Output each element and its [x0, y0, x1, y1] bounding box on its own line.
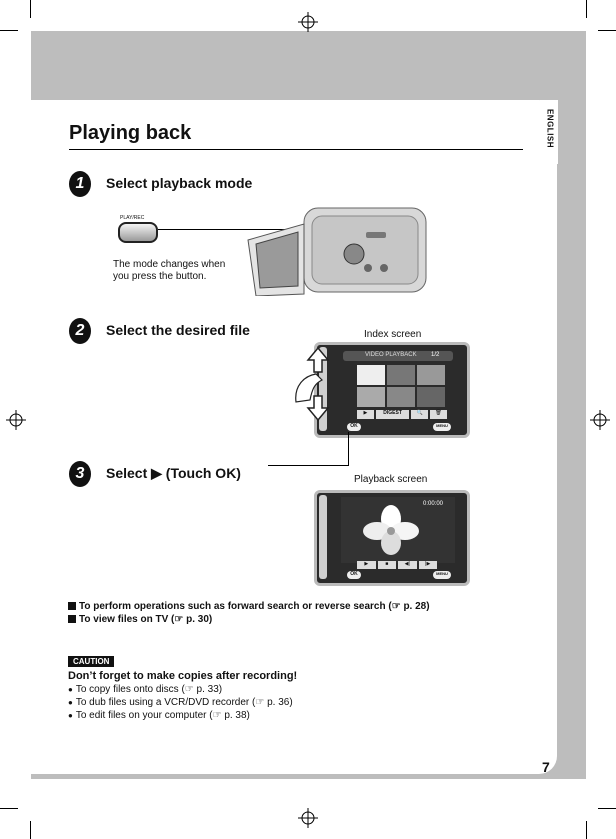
page-indicator: 1/2 — [431, 352, 440, 358]
stop-icon[interactable]: ■ — [377, 561, 396, 569]
page-number: 7 — [542, 759, 550, 775]
registration-mark-icon — [590, 410, 610, 430]
step-1-badge: 1 — [69, 171, 91, 197]
leader-line — [158, 229, 348, 230]
registration-mark-icon — [298, 12, 318, 32]
menu-button[interactable]: MENU — [433, 423, 451, 431]
caution-list: To copy files onto discs (☞ p. 33) To du… — [68, 683, 293, 722]
touch-sensor — [319, 495, 327, 579]
language-tab — [540, 100, 558, 164]
flower-image — [363, 505, 419, 555]
registration-mark-icon — [6, 410, 26, 430]
header-band — [31, 31, 586, 100]
mode-change-note: The mode changes when you press the butt… — [113, 259, 226, 282]
registration-mark-icon — [298, 808, 318, 828]
play-rec-button-label: PLAY/REC — [120, 215, 145, 221]
step-1-label: Select playback mode — [106, 175, 253, 191]
crop-mark — [30, 0, 31, 18]
step-3-badge: 3 — [69, 461, 91, 487]
operation-note: To view files on TV (☞ p. 30) — [68, 614, 212, 625]
step-3-label: Select ▶ (Touch OK) — [106, 465, 241, 481]
operation-note: To perform operations such as forward se… — [68, 601, 430, 612]
ok-button[interactable]: OK — [347, 571, 361, 579]
play-icon[interactable]: ▶ — [357, 561, 376, 569]
playback-screen: 0:00:00 ▶ ■ ◀| |▶ OK MENU — [314, 490, 470, 586]
playback-video: 0:00:00 — [341, 497, 455, 563]
rewind-icon[interactable]: ◀| — [398, 561, 417, 569]
thumbnail — [357, 365, 385, 385]
playback-screen-caption: Playback screen — [354, 474, 428, 485]
crop-mark — [0, 808, 18, 809]
caution-item: To edit files on your computer (☞ p. 38) — [68, 709, 293, 722]
ok-button[interactable]: OK — [347, 423, 361, 431]
index-header-text: VIDEO PLAYBACK — [365, 352, 417, 358]
index-screen-caption: Index screen — [364, 329, 422, 340]
index-screen: VIDEO PLAYBACK 1/2 ▶ DIGEST 🔍 🗑 OK MENU — [314, 342, 470, 438]
play-button[interactable]: ▶ — [357, 410, 374, 419]
time-counter: 0:00:00 — [423, 501, 444, 507]
thumbnail — [417, 365, 445, 385]
play-rec-button — [118, 222, 158, 243]
index-header: VIDEO PLAYBACK 1/2 — [343, 351, 453, 361]
language-label: ENGLISH — [545, 108, 555, 149]
caution-item: To dub files using a VCR/DVD recorder (☞… — [68, 696, 293, 709]
touch-sensor — [319, 347, 327, 431]
forward-icon[interactable]: |▶ — [418, 561, 437, 569]
crop-mark — [30, 821, 31, 839]
touch-arrows-icon — [295, 346, 330, 422]
thumbnail — [357, 387, 385, 407]
digest-button[interactable]: DIGEST — [375, 410, 410, 419]
leader-line — [268, 465, 348, 466]
leader-line — [348, 432, 349, 466]
thumbnail — [417, 387, 445, 407]
crop-mark — [586, 0, 587, 18]
caution-badge: CAUTION — [68, 656, 115, 667]
caution-heading: Don’t forget to make copies after record… — [68, 670, 298, 682]
crop-mark — [598, 808, 616, 809]
step-2-label: Select the desired file — [106, 322, 250, 338]
menu-button[interactable]: MENU — [433, 571, 451, 579]
crop-mark — [598, 30, 616, 31]
playback-controls: ▶ ■ ◀| |▶ — [357, 561, 437, 569]
camcorder-illustration — [247, 207, 427, 296]
thumbnail — [387, 365, 415, 385]
crop-mark — [0, 30, 18, 31]
delete-button[interactable]: 🗑 — [430, 410, 447, 419]
step-2-badge: 2 — [69, 318, 91, 344]
index-toolbar: ▶ DIGEST 🔍 🗑 — [357, 410, 447, 419]
caution-item: To copy files onto discs (☞ p. 33) — [68, 683, 293, 696]
title-rule — [69, 149, 523, 150]
thumbnail — [387, 387, 415, 407]
page-title: Playing back — [69, 122, 192, 144]
crop-mark — [586, 821, 587, 839]
zoom-button[interactable]: 🔍 — [411, 410, 429, 419]
content-panel — [31, 100, 557, 774]
